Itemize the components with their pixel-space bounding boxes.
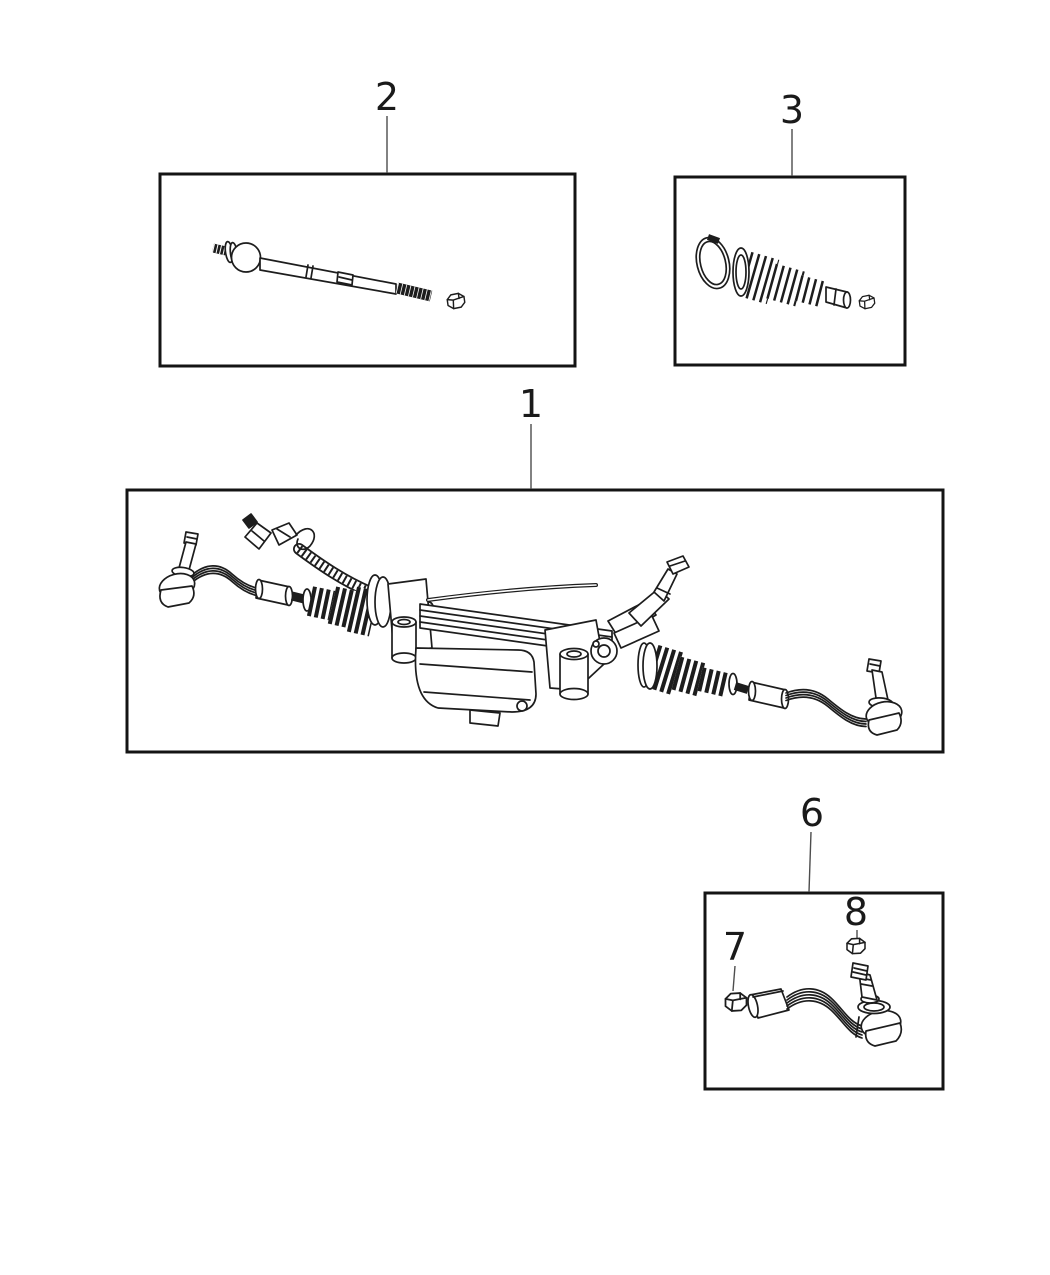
- pinion-input-shaft: [590, 555, 690, 665]
- left-bellows-boot: [306, 586, 380, 637]
- harness-connectors: [242, 513, 316, 551]
- hex-nut-7: [724, 992, 748, 1012]
- bellows-boot-kit-drawing: [695, 234, 876, 310]
- right-bellows-boot: [645, 644, 729, 697]
- callout-3-label: 3: [780, 88, 804, 132]
- bellows-boot: [738, 251, 829, 308]
- right-tie-rod: [728, 672, 867, 728]
- left-mount-bushing: [391, 616, 417, 664]
- callout-7-leader: [732, 965, 736, 992]
- left-tie-rod-end: [158, 531, 199, 608]
- steering-motor: [414, 647, 537, 727]
- callout-2-label: 2: [375, 75, 399, 119]
- callout-1-label: 1: [519, 382, 543, 426]
- part-box-6: [703, 891, 945, 1091]
- callout-7-label: 7: [723, 925, 747, 969]
- sensor-wire: [426, 583, 598, 602]
- part-box-3: [673, 175, 907, 367]
- inner-tie-rod-drawing: [211, 240, 467, 311]
- part-box-2: [158, 172, 577, 368]
- callout-6-leader: [808, 831, 812, 893]
- hex-nut: [858, 294, 876, 310]
- right-mount-bracket: [544, 619, 605, 701]
- outer-tie-rod-drawing: [724, 937, 903, 1047]
- steering-gear-assembly-drawing: [158, 513, 903, 736]
- tie-rod-shaft: [259, 257, 397, 295]
- ball-socket: [230, 242, 262, 273]
- callouts: 1 2 3 6 7 8: [375, 75, 868, 992]
- hex-nut-8: [846, 937, 866, 955]
- rod-curve: [786, 988, 863, 1039]
- part-box-1: [125, 488, 945, 754]
- callout-6-label: 6: [800, 791, 824, 835]
- left-tie-rod: [191, 565, 312, 612]
- hex-nut: [445, 291, 467, 311]
- ball-joint: [850, 962, 903, 1047]
- boot-clamp: [695, 236, 731, 290]
- callout-8-label: 8: [844, 890, 868, 934]
- right-tie-rod-end: [865, 658, 903, 736]
